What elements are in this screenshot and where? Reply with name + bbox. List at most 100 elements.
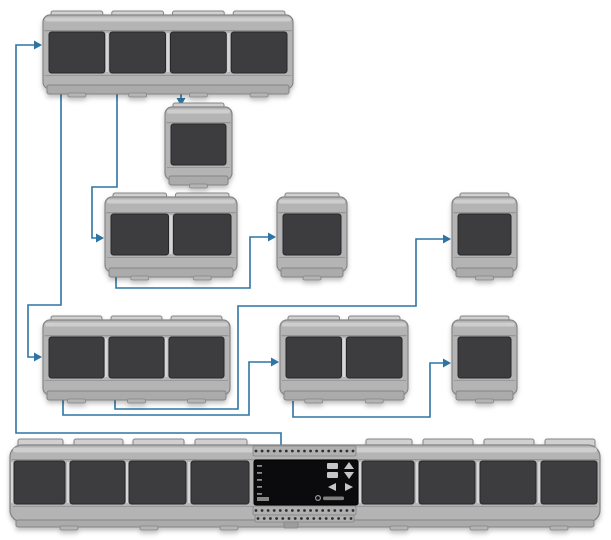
connector-line — [114, 238, 444, 410]
module-cap-highlight — [454, 199, 515, 204]
module-divider — [165, 338, 168, 377]
rail-window — [128, 460, 187, 505]
link-module-f-to-module-e — [114, 234, 451, 410]
module-b — [164, 102, 233, 189]
arrowhead-icon — [34, 40, 42, 50]
rail-divider — [416, 462, 419, 503]
module-cap-highlight — [45, 322, 228, 327]
module-window — [285, 336, 342, 379]
rail-divider — [11, 462, 14, 503]
terminal-screw-icon — [339, 509, 343, 512]
rail-foot — [549, 525, 569, 531]
arrowhead-icon — [268, 232, 276, 242]
link-module-g-to-module-h — [292, 358, 451, 418]
led-indicator-icon — [257, 493, 262, 495]
module-g — [279, 315, 409, 404]
central-controller — [252, 445, 359, 529]
module-cap-highlight — [167, 109, 230, 114]
controller-face — [253, 459, 359, 506]
rail-foot — [139, 525, 159, 531]
module-band-line — [454, 257, 515, 258]
terminal-screw-icon — [327, 449, 331, 453]
module-c — [104, 192, 238, 281]
terminal-screw-icon — [303, 449, 306, 453]
bottom-rail-assembly — [9, 438, 601, 531]
module-foot — [67, 398, 86, 404]
module-window — [170, 123, 227, 166]
led-indicator-icon — [257, 465, 262, 467]
led-indicator-icon — [257, 472, 262, 474]
module-band-line — [107, 257, 235, 258]
rail-divider — [188, 462, 191, 503]
connector-line — [27, 94, 62, 358]
module-window — [168, 336, 225, 379]
module-window — [346, 336, 403, 379]
terminal-screw-icon — [256, 517, 260, 520]
rail-window — [479, 460, 537, 505]
led-indicator-icon — [257, 486, 262, 488]
arrowhead-icon — [443, 358, 451, 368]
up-arrow-icon — [344, 462, 354, 469]
terminal-screw-icon — [300, 517, 303, 520]
terminal-screw-icon — [315, 449, 319, 453]
module-window — [230, 31, 288, 74]
rail-foot — [59, 525, 79, 531]
terminal-screw-icon — [290, 509, 294, 512]
terminal-screw-icon — [315, 509, 319, 512]
module-cap-highlight — [45, 17, 291, 22]
terminal-screw-icon — [290, 449, 294, 453]
square-button-icon-2 — [327, 472, 338, 478]
module-divider — [105, 338, 108, 377]
module-skirt — [108, 267, 234, 278]
arrowhead-icon — [443, 234, 451, 244]
module-foot — [192, 275, 212, 281]
link-rail-to-module-a — [15, 40, 282, 447]
module-bevel-line — [278, 212, 346, 214]
module-foot — [67, 92, 87, 98]
terminal-screw-icon — [351, 449, 355, 453]
rail-foot — [219, 525, 239, 531]
module-divider — [166, 33, 170, 72]
terminal-screw-icon — [345, 509, 349, 512]
rail-foot — [469, 525, 489, 531]
rail-window — [540, 460, 598, 505]
rail-divider — [359, 462, 362, 503]
terminal-screw-icon — [345, 449, 349, 453]
led-indicator-icon — [257, 479, 262, 481]
module-cap-highlight — [107, 199, 235, 204]
terminal-screw-icon — [266, 449, 270, 453]
module-skirt — [46, 84, 290, 95]
module-divider — [169, 215, 173, 254]
rail-window — [361, 460, 415, 505]
arrowhead-icon — [96, 233, 104, 243]
module-band-line — [279, 257, 345, 258]
connector-line — [91, 94, 118, 239]
brand-logo-text-smudge — [323, 496, 344, 501]
terminal-screw-icon — [278, 509, 282, 512]
right-arrow-icon — [345, 483, 353, 491]
module-foot — [475, 275, 494, 281]
arrowhead-icon — [176, 98, 186, 106]
terminal-screw-icon — [293, 517, 297, 520]
link-module-a-to-module-c — [91, 94, 118, 243]
module-bevel-line — [281, 335, 407, 337]
rail-divider — [126, 462, 129, 503]
terminal-screw-icon — [272, 449, 276, 453]
module-foot — [475, 398, 494, 404]
rail-divider — [538, 462, 541, 503]
module-window — [110, 213, 169, 256]
terminal-screw-icon — [312, 517, 316, 520]
terminal-screw-icon — [262, 517, 266, 520]
terminal-screw-icon — [297, 449, 300, 453]
module-foot — [364, 398, 384, 404]
rail-window — [418, 460, 476, 505]
rail-foot — [389, 525, 409, 531]
controller-terminal-strip-bottom-2 — [254, 514, 355, 523]
terminal-screw-icon — [278, 449, 282, 453]
module-skirt — [283, 390, 405, 401]
module-window — [457, 213, 512, 256]
controller-plug — [283, 521, 299, 529]
terminal-screw-icon — [266, 509, 270, 512]
module-band-line — [167, 167, 230, 168]
